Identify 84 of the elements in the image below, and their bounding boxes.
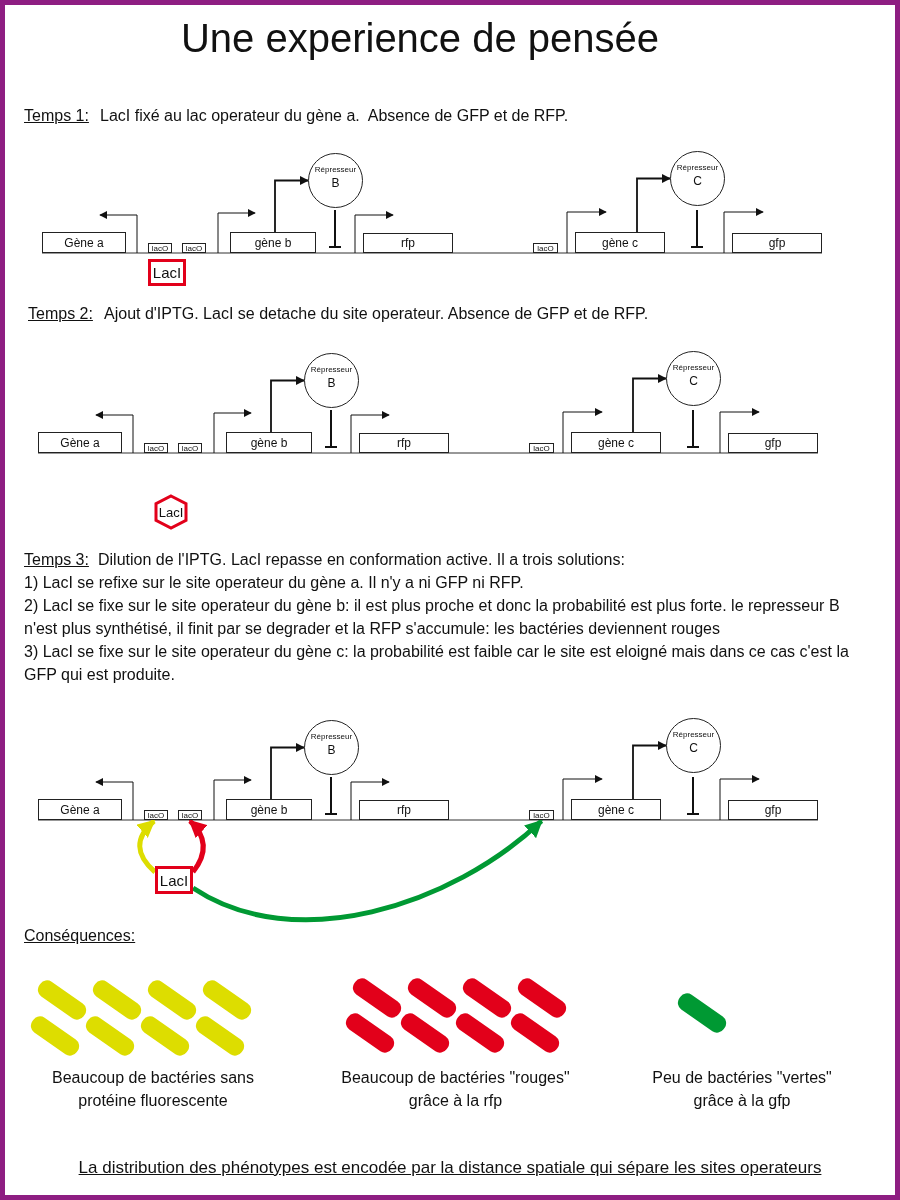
- repressor-label: Répresseur: [310, 731, 353, 742]
- note-text: 2) LacI se fixe sur le site operateur du gène b: il est plus proche et donc la probabilité est plus forte. le represseur B n'est plus synthétisé, il finit par se degrader et la RFP s'accumule: les bactéries deviennent rouges: [24, 596, 841, 639]
- gene-box: [571, 432, 661, 453]
- protein-label: LacI: [159, 871, 189, 889]
- operator-label: lacO: [185, 243, 203, 253]
- repressor-label: Répresseur: [672, 362, 715, 373]
- gene-box: [359, 800, 449, 820]
- gene-label: gène b: [254, 235, 292, 250]
- caption: Peu de bactéries "vertes" grâce à la gfp: [651, 1068, 833, 1111]
- title: Une experience de pensée: [179, 16, 661, 61]
- gene-label: gène b: [250, 802, 288, 817]
- operator-label: lacO: [147, 443, 165, 453]
- protein-box: [155, 866, 193, 894]
- repressor-letter: B: [327, 742, 336, 758]
- gene-box: [42, 232, 126, 253]
- gene-box: [226, 799, 312, 820]
- gene-label: rfp: [397, 436, 411, 450]
- section-heading: Conséquences:: [24, 926, 136, 946]
- repressor-letter: B: [327, 375, 336, 391]
- gene-box: [38, 432, 122, 453]
- gene-label: gène c: [598, 802, 634, 817]
- operator-label: lacO: [147, 810, 165, 820]
- arrow: [270, 743, 305, 800]
- gene-label: Gène a: [64, 235, 104, 250]
- arrow: [274, 176, 309, 233]
- arrow: [191, 819, 544, 923]
- gene-box: [732, 233, 822, 253]
- protein-box: [148, 259, 186, 286]
- gene-label: Gène a: [60, 802, 100, 817]
- gene-box: [359, 433, 449, 453]
- gene-box: [728, 800, 818, 820]
- section-heading: Temps 2:: [28, 304, 93, 324]
- section-heading: La distribution des phénotypes est encodée par la distance spatiale qui sépare les sites operateurs: [77, 1157, 823, 1179]
- caption: Beaucoup de bactéries "rouges" grâce à la rfp: [340, 1068, 571, 1111]
- gene-label: rfp: [397, 803, 411, 817]
- arrow: [188, 819, 208, 874]
- gene-label: gfp: [764, 803, 782, 817]
- protein-hexagon: [154, 494, 188, 530]
- operator-label: lacO: [151, 243, 169, 253]
- operator-label: lacO: [533, 443, 550, 453]
- gene-label: gène b: [250, 435, 288, 450]
- protein-label: LacI: [158, 504, 184, 520]
- caption: Beaucoup de bactéries sans protéine fluorescente: [51, 1068, 255, 1111]
- gene-label: gfp: [764, 436, 782, 450]
- operator-label: lacO: [533, 810, 550, 820]
- gene-label: rfp: [401, 236, 415, 250]
- repressor-label: Répresseur: [314, 164, 357, 175]
- repressor-label: Répresseur: [310, 364, 353, 375]
- protein-label: LacI: [152, 264, 182, 281]
- operator-box: [529, 443, 554, 453]
- gene-box: [226, 432, 312, 453]
- repressor-letter: C: [689, 373, 698, 389]
- arrow: [636, 174, 671, 233]
- gene-label: gène c: [598, 435, 634, 450]
- section-heading: Temps 1:: [24, 106, 89, 126]
- arrow: [136, 819, 157, 874]
- repressor-letter: C: [693, 173, 702, 189]
- note-text: 1) LacI se refixe sur le site operateur du gène a. Il n'y a ni GFP ni RFP.: [24, 573, 525, 593]
- operator-label: lacO: [537, 243, 554, 253]
- repressor-letter: C: [689, 740, 698, 756]
- gene-label: gfp: [768, 236, 786, 250]
- gene-label: Gène a: [60, 435, 100, 450]
- note-text: Dilution de l'IPTG. LacI repasse en conformation active. Il a trois solutions:: [98, 550, 625, 570]
- note-text: Ajout d'IPTG. LacI se detache du site operateur. Absence de GFP et de RFP.: [104, 304, 649, 324]
- operator-label: lacO: [181, 810, 199, 820]
- arrow: [632, 374, 667, 433]
- arrow: [632, 741, 667, 800]
- arrow: [270, 376, 305, 433]
- repressor-label: Répresseur: [676, 162, 719, 173]
- gene-box: [571, 799, 661, 820]
- gene-box: [575, 232, 665, 253]
- gene-label: gène c: [602, 235, 638, 250]
- gene-box: [728, 433, 818, 453]
- note-text: LacI fixé au lac operateur du gène a. Absence de GFP et de RFP.: [100, 106, 569, 126]
- repressor-label: Répresseur: [672, 729, 715, 740]
- section-heading: Temps 3:: [24, 550, 89, 570]
- note-text: 3) LacI se fixe sur le site operateur du gène c: la probabilité est faible car le site est eloigné mais dans ce cas c'est la GFP qui est produite.: [24, 642, 850, 685]
- repressor-letter: B: [331, 175, 340, 191]
- gene-box: [38, 799, 122, 820]
- gene-box: [363, 233, 453, 253]
- gene-box: [230, 232, 316, 253]
- operator-box: [533, 243, 558, 253]
- operator-box: [529, 810, 554, 820]
- operator-label: lacO: [181, 443, 199, 453]
